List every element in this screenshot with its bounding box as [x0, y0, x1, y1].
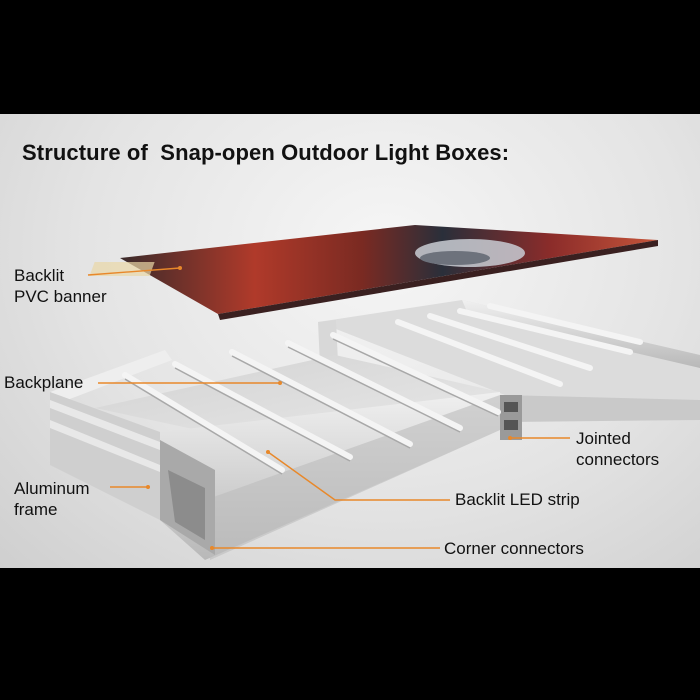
jointed-label-line2: connectors [576, 450, 660, 469]
jointed-label-line1: Jointed [576, 429, 631, 448]
left-box [50, 350, 522, 560]
banner-label: Backlit PVC banner [14, 265, 107, 307]
banner-leader [87, 267, 181, 276]
led-leader [267, 451, 450, 501]
jointed-label: Jointed connectors [576, 428, 659, 470]
top-black-bar [0, 0, 700, 114]
frame-label-line1: Aluminum [14, 479, 90, 498]
bottom-black-bar [0, 568, 700, 700]
corner-label: Corner connectors [444, 539, 584, 558]
led-strips [122, 303, 643, 473]
banner-label-line2: PVC banner [14, 287, 107, 306]
banner-label-line1: Backlit [14, 266, 65, 285]
backplane-label: Backplane [4, 373, 84, 392]
frame-label-line2: frame [14, 500, 58, 519]
pvc-banner [89, 225, 658, 320]
frame-label: Aluminum frame [14, 478, 90, 520]
leader-lines [87, 266, 570, 550]
page-title: Structure of Snap-open Outdoor Light Box… [22, 140, 510, 165]
led-strip-label: Backlit LED strip [455, 490, 580, 509]
